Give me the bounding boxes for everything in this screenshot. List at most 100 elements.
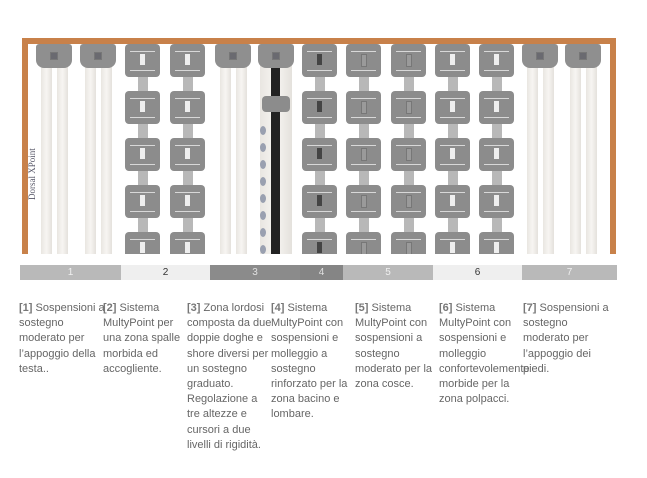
pad-window bbox=[450, 54, 455, 65]
multipoint-pad bbox=[435, 232, 470, 254]
pad-line bbox=[484, 117, 509, 118]
pad-line bbox=[130, 239, 155, 240]
pad-line bbox=[396, 117, 421, 118]
pad-line bbox=[440, 117, 465, 118]
zone-description-4: [4] Sistema MultyPoint con sospensioni e… bbox=[271, 301, 357, 423]
multipoint-pad bbox=[391, 232, 426, 254]
slat-cap bbox=[258, 44, 294, 68]
slat-plain bbox=[80, 44, 116, 254]
multipoint-pad bbox=[302, 138, 337, 171]
zone-number: [1] bbox=[19, 302, 33, 314]
pad-line bbox=[440, 192, 465, 193]
slat-cap-marker bbox=[50, 52, 58, 60]
pad-window bbox=[494, 242, 499, 253]
pad-line bbox=[440, 211, 465, 212]
pad-line bbox=[351, 192, 376, 193]
pad-window bbox=[494, 101, 499, 112]
zone-number: [3] bbox=[187, 302, 201, 314]
pad-window bbox=[185, 101, 190, 112]
multipoint-pad bbox=[346, 232, 381, 254]
pad-line bbox=[130, 145, 155, 146]
pad-line bbox=[130, 70, 155, 71]
slat-cap bbox=[215, 44, 251, 68]
multipoint-pad bbox=[302, 91, 337, 124]
pad-window bbox=[494, 195, 499, 206]
pad-window bbox=[494, 148, 499, 159]
pad-window bbox=[185, 148, 190, 159]
pad-window bbox=[140, 195, 145, 206]
multipoint-pad bbox=[479, 185, 514, 218]
slat-cap-marker bbox=[536, 52, 544, 60]
shore-marker bbox=[260, 228, 266, 237]
pad-line bbox=[130, 164, 155, 165]
zone-4: 4 bbox=[300, 265, 343, 280]
multipoint-pad bbox=[479, 44, 514, 77]
pad-line bbox=[351, 145, 376, 146]
multipoint-pad bbox=[479, 232, 514, 254]
pad-window bbox=[185, 195, 190, 206]
slat-multi-dark bbox=[302, 44, 338, 254]
pad-line bbox=[396, 164, 421, 165]
pad-line bbox=[307, 192, 332, 193]
pad-line bbox=[351, 164, 376, 165]
multipoint-pad bbox=[435, 138, 470, 171]
pad-line bbox=[396, 98, 421, 99]
zone-number: [2] bbox=[103, 302, 117, 314]
multipoint-pad bbox=[125, 232, 160, 254]
shore-marker bbox=[260, 143, 266, 152]
pad-line bbox=[130, 51, 155, 52]
slat-strip bbox=[41, 54, 52, 254]
pad-line bbox=[130, 192, 155, 193]
slat-multi bbox=[435, 44, 471, 254]
zone-description-5: [5] Sistema MultyPoint con sospensioni a… bbox=[355, 301, 441, 392]
pad-window bbox=[140, 101, 145, 112]
multipoint-pad bbox=[391, 91, 426, 124]
pad-line bbox=[351, 239, 376, 240]
multipoint-pad bbox=[125, 185, 160, 218]
pad-line bbox=[440, 145, 465, 146]
pad-window bbox=[317, 101, 322, 112]
pad-line bbox=[396, 51, 421, 52]
zone-text: Sospensioni a sostegno moderato per l’ap… bbox=[19, 302, 105, 375]
multipoint-pad bbox=[302, 44, 337, 77]
multipoint-pad bbox=[125, 138, 160, 171]
pad-line bbox=[484, 164, 509, 165]
zone-description-7: [7] Sospensioni a sostegno moderato per … bbox=[523, 301, 609, 377]
slat-cap bbox=[565, 44, 601, 68]
pad-window bbox=[406, 148, 412, 161]
multipoint-pad bbox=[346, 185, 381, 218]
slat-multi bbox=[479, 44, 515, 254]
shore-marker bbox=[260, 194, 266, 203]
pad-line bbox=[307, 239, 332, 240]
zone-2: 2 bbox=[121, 265, 210, 280]
pad-line bbox=[396, 192, 421, 193]
pad-line bbox=[307, 211, 332, 212]
pad-line bbox=[396, 239, 421, 240]
slat-cap bbox=[80, 44, 116, 68]
pad-line bbox=[484, 192, 509, 193]
slat-strip bbox=[543, 54, 554, 254]
brand-label: Dorsal XPoint bbox=[27, 148, 37, 200]
slat-plain bbox=[565, 44, 601, 254]
slat-cap-marker bbox=[579, 52, 587, 60]
multipoint-pad bbox=[302, 185, 337, 218]
pad-line bbox=[175, 98, 200, 99]
zone-description-2: [2] Sistema MultyPoint per una zona spal… bbox=[103, 301, 189, 377]
lordosi-cursor bbox=[262, 96, 290, 112]
zone-number: [6] bbox=[439, 302, 453, 314]
zone-description-3: [3] Zona lordosi composta da due doppie … bbox=[187, 301, 273, 453]
pad-window bbox=[406, 54, 412, 67]
zone-1: 1 bbox=[20, 265, 121, 280]
pad-line bbox=[484, 51, 509, 52]
slat-cap-marker bbox=[94, 52, 102, 60]
pad-window bbox=[361, 148, 367, 161]
pad-line bbox=[175, 145, 200, 146]
slat-cap bbox=[522, 44, 558, 68]
pad-line bbox=[175, 211, 200, 212]
pad-line bbox=[484, 98, 509, 99]
pad-line bbox=[396, 70, 421, 71]
zone-3: 3 bbox=[210, 265, 300, 280]
pad-window bbox=[450, 101, 455, 112]
pad-window bbox=[317, 54, 322, 65]
